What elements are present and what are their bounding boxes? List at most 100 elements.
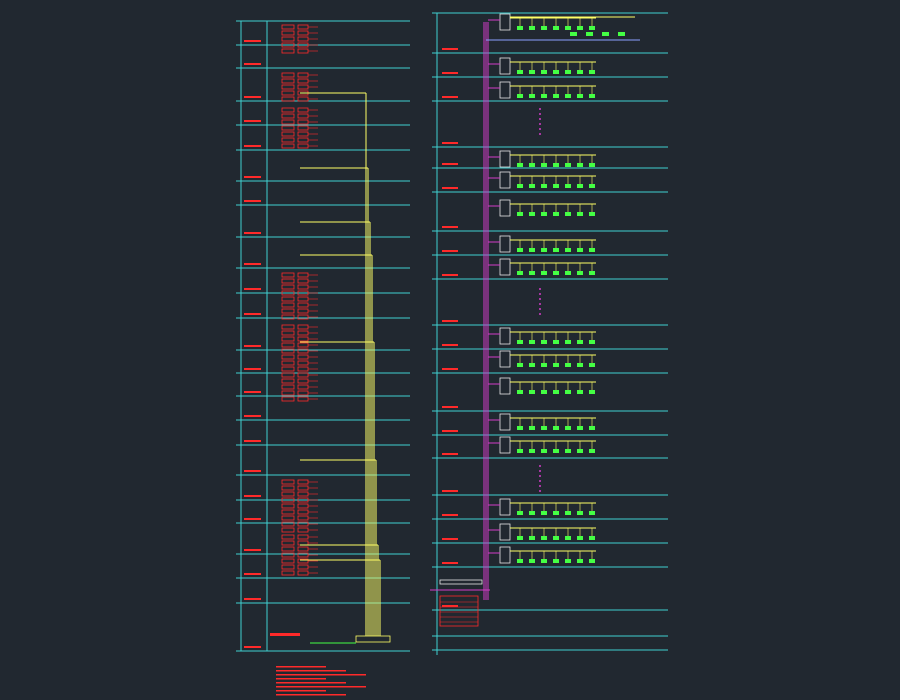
device-symbol bbox=[281, 342, 295, 348]
device-symbol bbox=[281, 308, 295, 314]
device-symbol bbox=[541, 94, 547, 98]
device-symbol bbox=[553, 271, 559, 275]
device-symbol bbox=[281, 372, 295, 378]
floor-label bbox=[442, 274, 458, 276]
device-symbol bbox=[281, 24, 295, 30]
device-symbol bbox=[529, 559, 535, 563]
device-symbol bbox=[281, 336, 295, 342]
device-symbol bbox=[281, 396, 295, 402]
device-symbol bbox=[281, 515, 295, 521]
device-symbol bbox=[281, 284, 295, 290]
panel-box bbox=[499, 327, 511, 345]
device-symbol bbox=[281, 564, 295, 570]
device-symbol bbox=[565, 163, 571, 167]
panel-box bbox=[499, 498, 511, 516]
floor-label bbox=[244, 646, 261, 648]
device-symbol bbox=[281, 503, 295, 509]
device-symbol bbox=[517, 26, 523, 30]
device-symbol bbox=[541, 390, 547, 394]
legend-header bbox=[439, 579, 483, 585]
floor-label bbox=[244, 176, 261, 178]
floor-label bbox=[442, 320, 458, 322]
device-symbol bbox=[541, 340, 547, 344]
device-symbol bbox=[517, 248, 523, 252]
device-symbol bbox=[541, 363, 547, 367]
device-symbol bbox=[281, 30, 295, 36]
device-symbol bbox=[517, 363, 523, 367]
device-symbol bbox=[602, 32, 609, 36]
device-symbol bbox=[517, 271, 523, 275]
device-symbol bbox=[541, 449, 547, 453]
device-symbol bbox=[589, 70, 595, 74]
device-symbol bbox=[589, 184, 595, 188]
device-symbol bbox=[565, 212, 571, 216]
device-symbol bbox=[281, 552, 295, 558]
device-symbol bbox=[589, 94, 595, 98]
device-symbol bbox=[517, 511, 523, 515]
panel-box bbox=[499, 150, 511, 168]
device-symbol bbox=[565, 363, 571, 367]
floor-label bbox=[244, 96, 261, 98]
device-symbol bbox=[529, 271, 535, 275]
device-symbol bbox=[589, 363, 595, 367]
device-symbol bbox=[553, 340, 559, 344]
device-symbol bbox=[589, 426, 595, 430]
floor-label bbox=[244, 415, 261, 417]
device-symbol bbox=[541, 26, 547, 30]
device-symbol bbox=[565, 70, 571, 74]
device-symbol bbox=[541, 511, 547, 515]
note-line bbox=[276, 666, 326, 668]
device-symbol bbox=[553, 363, 559, 367]
device-symbol bbox=[517, 184, 523, 188]
device-symbol bbox=[589, 163, 595, 167]
device-symbol bbox=[517, 536, 523, 540]
device-symbol bbox=[589, 559, 595, 563]
device-symbol bbox=[281, 491, 295, 497]
floor-label bbox=[244, 313, 261, 315]
floor-label bbox=[244, 518, 261, 520]
device-symbol bbox=[577, 271, 583, 275]
device-symbol bbox=[577, 536, 583, 540]
device-symbol bbox=[553, 536, 559, 540]
floor-label bbox=[244, 573, 261, 575]
device-symbol bbox=[517, 390, 523, 394]
device-symbol bbox=[281, 558, 295, 564]
device-symbol bbox=[570, 32, 577, 36]
device-symbol bbox=[281, 378, 295, 384]
device-symbol bbox=[281, 497, 295, 503]
device-symbol bbox=[589, 26, 595, 30]
device-symbol bbox=[541, 271, 547, 275]
device-symbol bbox=[541, 559, 547, 563]
device-symbol bbox=[553, 390, 559, 394]
panel-box bbox=[499, 413, 511, 431]
device-symbol bbox=[618, 32, 625, 36]
device-symbol bbox=[577, 449, 583, 453]
device-symbol bbox=[565, 559, 571, 563]
floor-label bbox=[442, 490, 458, 492]
note-line bbox=[276, 670, 346, 672]
device-symbol bbox=[529, 536, 535, 540]
device-symbol bbox=[565, 426, 571, 430]
device-symbol bbox=[281, 96, 295, 102]
device-symbol bbox=[281, 42, 295, 48]
device-symbol bbox=[577, 94, 583, 98]
device-symbol bbox=[281, 348, 295, 354]
device-symbol bbox=[577, 26, 583, 30]
device-symbol bbox=[553, 26, 559, 30]
device-symbol bbox=[541, 248, 547, 252]
device-symbol bbox=[281, 84, 295, 90]
device-symbol bbox=[529, 70, 535, 74]
device-symbol bbox=[281, 384, 295, 390]
panel-box bbox=[499, 546, 511, 564]
device-symbol bbox=[553, 70, 559, 74]
note-line bbox=[276, 678, 326, 680]
left-riser-diagram bbox=[236, 20, 410, 696]
device-symbol bbox=[541, 163, 547, 167]
riser-terminal-box bbox=[355, 635, 391, 643]
device-symbol bbox=[529, 94, 535, 98]
panel-box bbox=[499, 350, 511, 368]
floor-label bbox=[442, 368, 458, 370]
device-symbol bbox=[281, 527, 295, 533]
